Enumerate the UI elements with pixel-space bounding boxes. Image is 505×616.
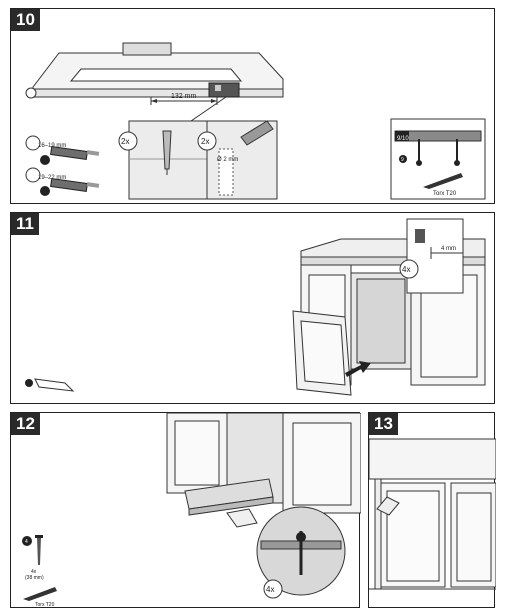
screw-callout-label: 4 [25, 539, 28, 545]
step-12-panel: 12 4x 4 4x (38 mm) T [10, 412, 361, 608]
step-11-illustration: 4x 4 mm [25, 218, 486, 396]
torx-tool-label: Torx T20 [433, 191, 457, 197]
gap-detail [399, 218, 464, 294]
step-number: 12 [11, 413, 40, 435]
drill-detail [197, 120, 278, 200]
clip-detail-b [25, 167, 100, 193]
screw-callout-label: 9 [401, 157, 404, 163]
drill-repeat-label: 2x [201, 137, 209, 146]
punch-repeat-label: 2x [121, 137, 129, 146]
insert-arrow-icon [345, 361, 371, 377]
bracket-hole [215, 85, 221, 91]
torx-key-icon [23, 587, 57, 601]
appliance-install-drawing [166, 413, 361, 528]
adhesive-strip-icon [25, 378, 75, 392]
mounting-bracket [208, 82, 240, 98]
finished-installation-drawing [369, 438, 496, 590]
screw-count-label: 4x [31, 569, 37, 575]
callout-b-icon [40, 186, 50, 196]
width-dimension-label: 132 mm [171, 93, 196, 100]
step-11-panel: 11 4x 4 mm [10, 212, 495, 404]
screw-bracket-detail [390, 118, 486, 200]
screw-icon [22, 535, 43, 565]
detail-pointer [190, 96, 227, 122]
torx-tool-label: Torx T20 [35, 602, 55, 608]
clip-detail-a [25, 135, 100, 161]
gap-repeat-label: 4x [402, 265, 410, 274]
step-10-illustration: 132 mm 16–19 mm 19–22 mm 2x [25, 42, 486, 200]
callout-a-icon [40, 155, 50, 165]
range-a-label: 16–19 mm [38, 143, 66, 149]
range-b-label: 19–22 mm [38, 175, 66, 181]
step-number: 11 [11, 213, 39, 235]
hole-diameter-label: Ø 2 mm [217, 157, 238, 163]
step-13-illustration [369, 438, 496, 590]
step-12-illustration: 4x 4 4x (38 mm) Torx T20 [22, 413, 361, 608]
punch-detail [118, 120, 208, 200]
step-number: 13 [369, 413, 398, 435]
step-number: 10 [11, 9, 40, 31]
gap-measure-label: 4 mm [441, 246, 456, 252]
step-10-panel: 10 132 mm 16–19 mm [10, 8, 495, 204]
step-13-panel: 13 [368, 412, 496, 608]
screw-size-label: (38 mm) [25, 575, 44, 581]
countertop-drawing [25, 42, 284, 99]
bracket-callout-label: 9/10 [397, 136, 409, 142]
screw-repeat-label: 4x [266, 585, 274, 594]
screw-zoom-detail [256, 506, 346, 599]
